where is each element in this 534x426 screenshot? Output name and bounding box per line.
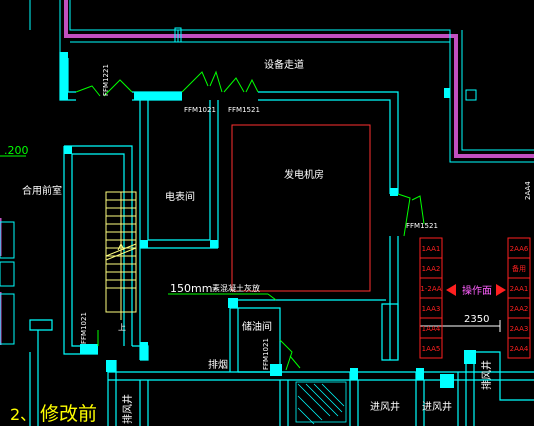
drawing-title: 修改前 <box>40 403 97 425</box>
left-edge-cyan <box>0 0 31 345</box>
slab-note-dim: 150mm <box>170 282 212 295</box>
top-wall-cyan <box>59 0 534 163</box>
operation-face-label: 操作面 <box>462 284 492 297</box>
door-tag-2: FFM1021 <box>184 106 216 114</box>
panel-left-label: 1AA1 <box>422 245 441 253</box>
panel-left-cell: 1AA4 <box>419 317 443 339</box>
switchgear-left: 1AA1 1AA2 1-2AA 1AA3 1AA4 1AA5 <box>419 237 443 359</box>
room-equipment-corridor: 设备走道 <box>264 58 304 71</box>
panel-right-label: 2AA6 <box>510 245 529 253</box>
panel-left-label: 1AA3 <box>422 305 441 313</box>
panel-right-label: 备用 <box>512 264 526 273</box>
room-smoke-exhaust: 排烟 <box>208 358 228 371</box>
dimension-2350: 2350 <box>464 314 489 325</box>
panel-left-box <box>419 337 443 359</box>
panel-right-cell: 2AA2 <box>507 297 531 319</box>
panel-right-cell: 2AA1 <box>507 277 531 299</box>
operation-face-arrows <box>446 284 506 296</box>
panel-left-cell: 1AA3 <box>419 297 443 319</box>
door-tag-5: FFM1021 <box>80 312 88 344</box>
vertical-exhaust-shaft-right: 排风井 <box>480 360 493 390</box>
switchgear-right: 2AA6 备用 2AA1 2AA2 2AA3 2AA4 <box>507 237 531 359</box>
elevation-mark: .200 <box>4 144 29 157</box>
door-tag-1: FFM1221 <box>102 64 110 96</box>
room-intake-shaft-2: 进风井 <box>422 400 452 413</box>
panel-left-cell: 1-2AA <box>419 277 443 299</box>
panel-right-label: 2AA1 <box>510 285 529 293</box>
leaders <box>0 155 277 301</box>
panel-left-cell: 1AA2 <box>419 257 443 279</box>
panel-right-cell: 2AA6 <box>507 237 531 259</box>
door-tag-3: FFM1521 <box>228 106 260 114</box>
generator-room-outline <box>231 124 371 292</box>
drawing-title-number: 2、 <box>10 405 36 424</box>
panel-right-cell: 2AA3 <box>507 317 531 339</box>
stair <box>105 191 137 320</box>
panel-right-cell: 备用 <box>507 257 531 279</box>
slab-note: 素混凝土灰放 <box>212 283 260 293</box>
panel-left-cell: 1AA5 <box>419 337 443 359</box>
panel-right-label: 2AA2 <box>510 305 529 313</box>
room-meter: 电表间 <box>165 190 195 203</box>
room-shared-anteroom: 合用前室 <box>22 184 62 197</box>
doors <box>75 70 425 371</box>
room-intake-shaft-1: 进风井 <box>370 400 400 413</box>
shaft-hatch <box>295 381 347 425</box>
panel-left-label: 1AA4 <box>422 325 441 333</box>
vertical-smoke-shaft-label: 排风井 <box>121 394 134 424</box>
columns <box>60 52 477 388</box>
panel-right-box <box>507 337 531 359</box>
panel-left-label: 1-2AA <box>420 285 441 293</box>
panel-right-label: 2AA4 <box>510 345 529 353</box>
panel-left-label: 1AA5 <box>422 345 441 353</box>
panel-right-label: 2AA3 <box>510 325 529 333</box>
room-generator: 发电机房 <box>284 168 324 181</box>
door-tag-4: FFM1521 <box>406 222 438 230</box>
edge-tag: 2AA4 <box>524 181 532 200</box>
panel-right-cell: 2AA4 <box>507 337 531 359</box>
magenta-wall <box>64 0 534 158</box>
stair-up-label: 上 <box>118 323 126 332</box>
room-oil-storage: 储油间 <box>242 320 272 333</box>
panel-left-label: 1AA2 <box>422 265 441 273</box>
panel-left-cell: 1AA1 <box>419 237 443 259</box>
door-tag-6: FFM1021 <box>262 338 270 370</box>
